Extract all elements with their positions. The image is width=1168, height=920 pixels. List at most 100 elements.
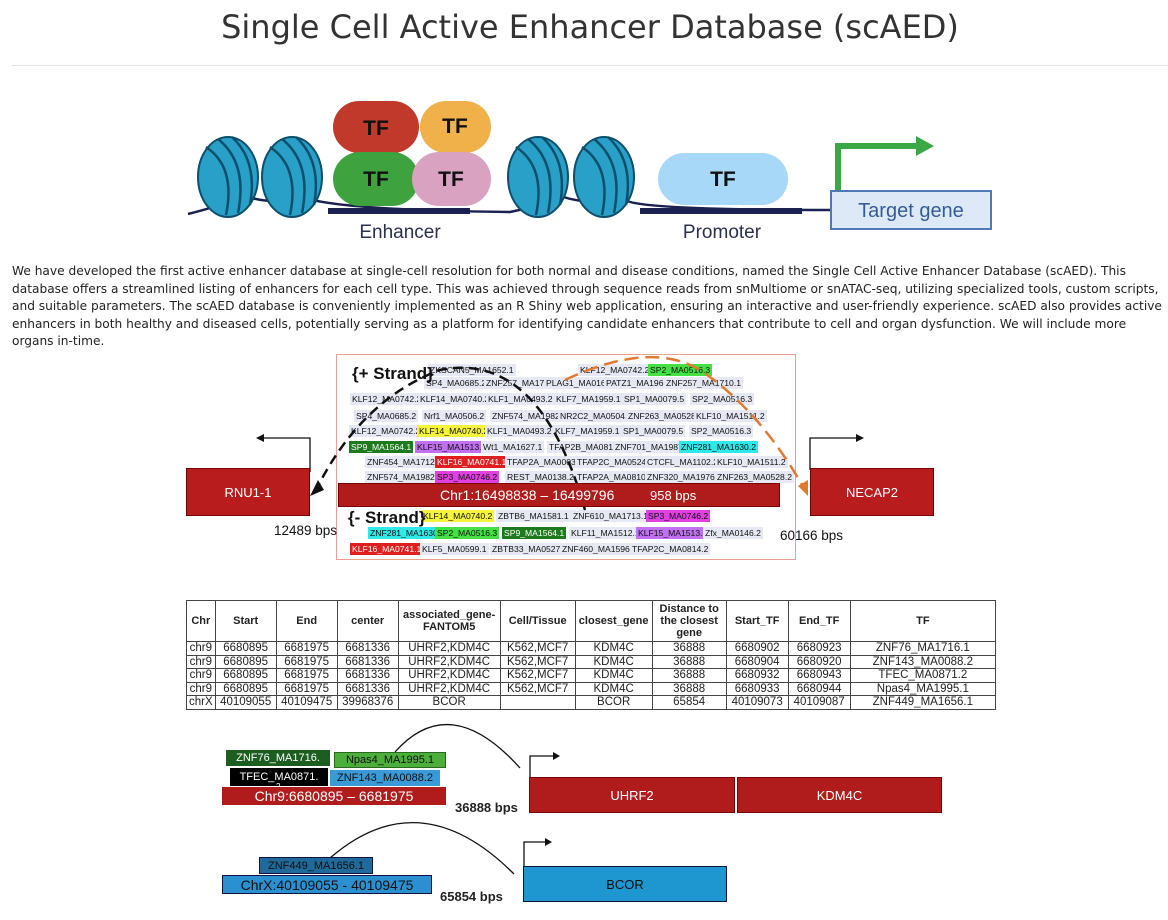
table-cell: 6680920: [787, 654, 851, 670]
motif-box-znf76: ZNF76_MA1716.: [226, 750, 330, 766]
table-cell: 6681975: [275, 641, 338, 656]
table-cell: chr9: [186, 654, 216, 670]
motif-label: SP2_MA0516.3: [435, 527, 500, 539]
nucleosome-icon: [260, 135, 324, 219]
target-gene-box: [830, 190, 992, 230]
motif-label: SP9_MA1564.1: [349, 441, 414, 453]
arrow-head-icon: [798, 480, 808, 496]
motif-label: KLF16_MA0741.1: [435, 456, 509, 468]
region-label: Chr1:16498838 – 16499796: [440, 487, 615, 503]
motif-label: ZNF454_MA1712.1: [365, 456, 444, 468]
table-cell: chr9: [186, 681, 216, 697]
table-cell: 6680932: [725, 668, 789, 683]
column-header: closest_gene: [574, 600, 653, 642]
gene-box-kdm4c: KDM4C: [737, 777, 942, 813]
motif-label: SP1_MA0079.5: [621, 425, 686, 437]
motif-label: ZNF263_MA0528.2: [715, 471, 794, 483]
column-header: center: [336, 600, 399, 642]
motif-label: REST_MA0138.2: [505, 471, 576, 483]
column-header: Cell/Tissue: [499, 600, 576, 642]
column-header: associated_gene-FANTOM5: [397, 600, 501, 642]
motif-label: ZNF257_MA1710.1: [484, 377, 563, 389]
table-cell: 6680944: [787, 681, 851, 697]
distance-label-chr9: 36888 bps: [455, 800, 518, 815]
column-header: TF: [849, 600, 997, 642]
table-header-row: Chr Start End center associated_gene-FAN…: [186, 600, 997, 642]
transcription-arrow: [835, 143, 920, 190]
tf-blob-blue: [658, 153, 788, 205]
column-header: Start_TF: [725, 600, 789, 642]
motif-label: ZBTB33_MA0527.1: [490, 543, 570, 555]
arrow-head-icon: [916, 136, 934, 156]
table-cell: 6680933: [725, 681, 789, 697]
motif-label: PLAG1_MA0163.1: [544, 377, 620, 389]
tf-blob-orange: [420, 101, 491, 153]
tf-label: TF: [442, 115, 468, 138]
table-cell: ZNF449_MA1656.1: [849, 695, 997, 710]
column-header: End_TF: [787, 600, 851, 642]
table-cell: UHRF2,KDM4C: [397, 654, 501, 670]
enhancer-promoter-illustration: TF TF TF TF TF Enhancer Promoter Target …: [187, 101, 992, 243]
motif-box-tfec: TFEC_MA0871.: [230, 768, 328, 786]
motif-label: KLF5_MA0599.1: [420, 543, 489, 555]
motif-label: KLF10_MA1511.2: [694, 410, 767, 422]
tf-label: TF: [710, 168, 736, 191]
table-cell: 36888: [651, 654, 727, 670]
table-cell: 6680895: [214, 681, 277, 697]
motif-label: NR2C2_MA0504.1: [558, 410, 635, 422]
table-cell: 6680895: [214, 654, 277, 670]
tf-label: TF: [363, 117, 389, 140]
table-cell: K562,MCF7: [499, 681, 576, 697]
arrow-head-icon: [256, 434, 264, 442]
table-cell: BCOR: [574, 695, 653, 710]
motif-label: SP3_MA0746.2: [435, 471, 500, 483]
left-distance-label: 12489 bps: [274, 523, 338, 538]
motif-label: KLF15_MA1513.1: [636, 527, 710, 539]
example-figures-lines: [329, 723, 560, 875]
column-header: Start: [214, 600, 277, 642]
table-cell: K562,MCF7: [499, 641, 576, 656]
region-box-chr9: Chr9:6680895 – 6681975: [222, 787, 446, 805]
table-cell: 6681975: [275, 668, 338, 683]
table-cell: 6681336: [336, 668, 399, 683]
minus-strand-label: {- Strand}: [348, 508, 426, 527]
table-cell: UHRF2,KDM4C: [397, 668, 501, 683]
column-header: End: [275, 600, 338, 642]
motif-label: ZNF281_MA1630.2: [679, 441, 758, 453]
distance-label-chrx: 65854 bps: [440, 889, 503, 904]
arrow-head-icon: [553, 752, 560, 760]
table-cell: chrX: [186, 695, 216, 710]
motif-label: PATZ1_MA1961.1: [604, 377, 678, 389]
motif-label: TFAP2C_MA0814.2: [630, 543, 711, 555]
table-cell: 6681975: [275, 654, 338, 670]
motif-label: ZNF460_MA1596.1: [560, 543, 639, 555]
tf-blob-pink: [412, 152, 491, 206]
table-cell: 40109087: [787, 695, 851, 710]
motif-label: KLF7_MA1959.1: [554, 393, 623, 405]
table-cell: Npas4_MA1995.1: [849, 681, 997, 697]
motif-label: KLF15_MA1513.1: [415, 441, 489, 453]
motif-label: ZNF574_MA1982.1: [365, 471, 444, 483]
table-cell: 39968376: [336, 695, 399, 710]
tf-blob-green: [333, 152, 419, 206]
promoter-label: Promoter: [683, 222, 762, 243]
motif-label: KLF14_MA0740.2: [418, 393, 492, 405]
gene-box-bcor: BCOR: [523, 866, 727, 902]
motif-label: KLF11_MA1512.1: [569, 527, 642, 539]
motif-label: SP9_MA1564.1: [502, 527, 567, 539]
table-cell: KDM4C: [574, 641, 653, 656]
motif-label: SP2_MA0516.3: [689, 425, 754, 437]
table-cell: UHRF2,KDM4C: [397, 681, 501, 697]
table-cell: 36888: [651, 641, 727, 656]
motif-label: ZNF610_MA1713.1: [571, 510, 650, 522]
promoter-region: [640, 208, 802, 214]
motif-label: SP4_MA0685.2: [424, 377, 489, 389]
motif-box-znf143: ZNF143_MA0088.2: [330, 770, 440, 786]
region-bar: [338, 483, 780, 507]
table-cell: K562,MCF7: [499, 654, 576, 670]
table-cell: 65854: [651, 695, 727, 710]
arrow-head-icon: [310, 480, 324, 496]
motif-label: ZNF281_MA1630.2: [368, 527, 447, 539]
